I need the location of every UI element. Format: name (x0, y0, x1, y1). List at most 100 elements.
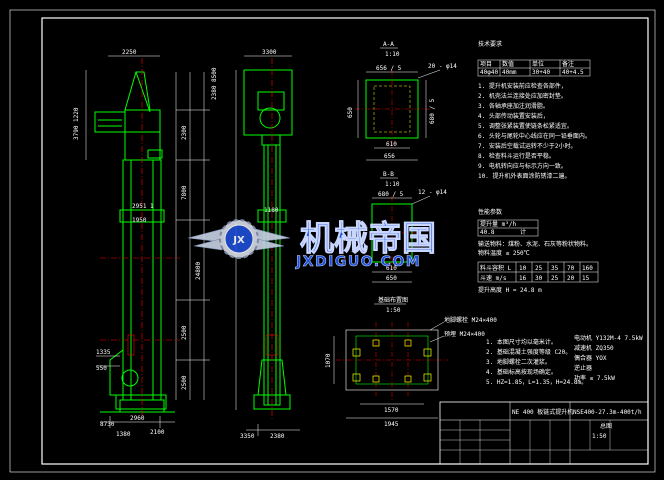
front-label-mid: 1180 (264, 207, 279, 214)
bottom-note-4: 5. HZ=1.85，L=1.35，H=24.8m。 (486, 379, 587, 386)
perf-t3-0: 斗速 m/s (480, 275, 507, 282)
perf-t2-1: 10 (519, 265, 527, 272)
perf-t2-4: 70 (567, 265, 575, 272)
section-aa-dim-bottom: 610 (386, 141, 397, 148)
tech-table-h0: 项目 (480, 61, 492, 68)
perf-t2-3: 35 (551, 265, 559, 272)
motor-line-0: 电动机 Y132M-4 7.5kW (574, 334, 643, 342)
watermark-badge: JX (232, 235, 245, 246)
tech-line-8: 9. 电机转向应与标示方向一致。 (478, 162, 567, 170)
bottom-note-1: 2. 基础混凝土强度等级 C20。 (486, 348, 571, 356)
left-dimension-lines (85, 55, 210, 428)
section-aa-subtitle: 1:10 (385, 51, 400, 58)
tech-line-1: 2. 机壳法兰连接处应加密封垫。 (478, 92, 567, 100)
left-dim-bottom-2: 2960 (130, 415, 145, 422)
perf-t1-2: 计 (520, 228, 526, 236)
perf-extra-0: 输送物料：煤粉、水泥、石灰等粉状物料。 (478, 240, 592, 248)
perf-t3-1: 16 (519, 275, 527, 282)
tech-line-9: 10. 提升机外表面涂防锈漆二遍。 (478, 172, 570, 180)
motor-line-1: 减速机 ZQ350 (574, 344, 614, 352)
tech-line-3: 4. 头部传动装置安装后， (478, 112, 549, 120)
front-dim-bottom-0: 3350 (240, 433, 255, 440)
outer-frame (9, 9, 656, 473)
tech-line-4: 5. 调整张紧装置使链条松紧适宜。 (478, 122, 573, 130)
section-bb: B-B 1:10 680 / 5 12 - φ14 610 650 (362, 171, 447, 283)
motor-line-3: 逆止器 (574, 364, 592, 372)
section-bb-title: B-B (383, 171, 394, 178)
tech-table-h1: 数值 (502, 60, 514, 68)
left-dim-right-3: 2500 (181, 325, 188, 340)
perf-t1-0: 提升量 m³/h (480, 220, 516, 228)
bottom-note-2: 3. 地脚螺栓二次灌浆。 (486, 358, 551, 366)
tech-table-h2: 单位 (532, 60, 544, 68)
foundation-title: 基础布置图 (378, 296, 408, 304)
section-bb-subtitle: 1:10 (385, 181, 400, 188)
tech-table-v1: 40mm (502, 69, 517, 76)
tech-notes-heading: 技术要求 (478, 40, 502, 48)
tech-table-v3: 40+4.5 (562, 69, 584, 76)
performance-section: 性能参数 提升量 m³/h 40.8 计 输送物料：煤粉、水泥、石灰等粉状物料。… (477, 208, 599, 294)
perf-t2-5: 160 (582, 265, 593, 272)
perf-t2-2: 25 (535, 265, 543, 272)
perf-extra-2: 提升高度 H = 24.8 m (478, 286, 542, 294)
section-bb-dim-bottom2: 650 (386, 275, 397, 282)
foundation-dim-1: 1945 (384, 421, 399, 428)
motor-line-2: 偶合器 YOX (574, 354, 607, 362)
perf-t3-4: 20 (567, 275, 575, 282)
section-aa-title: A-A (383, 41, 394, 48)
perf-t1-1: 40.8 (480, 229, 495, 236)
foundation-subtitle: 1:50 (386, 307, 401, 314)
perf-t3-3: 25 (551, 275, 559, 282)
left-elevator-view (94, 71, 175, 413)
section-bb-dim-top: 680 / 5 (378, 191, 404, 198)
tech-line-7: 8. 检查料斗运行是否平稳。 (478, 152, 555, 160)
front-chain-mark (265, 334, 279, 356)
perf-t2-0: 料斗容积 L (480, 264, 512, 272)
left-dim-right-0: 2300 (181, 125, 188, 140)
perf-t3-2: 30 (535, 275, 543, 282)
title-block-model: NSE400-27.3m-400t/h (573, 409, 642, 416)
title-block-scale: 1:50 (592, 433, 607, 440)
left-dim-bottom-4: 8730 (100, 421, 115, 428)
foundation-callout1: 地脚螺栓 M24×400 (444, 316, 497, 324)
tech-line-0: 1. 提升机安装前应检查各部件， (478, 82, 567, 90)
front-dim-top: 3300 (262, 49, 277, 56)
motor-line-4: 功率 ≤ 7.5kW (574, 374, 615, 382)
left-label-mid: 1950 (132, 217, 147, 224)
left-dim-right-4: 2500 (181, 375, 188, 390)
foundation-callout2: 预埋 M24×400 (444, 330, 485, 338)
tech-line-6: 7. 安装后空载试运转不少于2小时。 (478, 142, 576, 150)
left-dim-right-1: 7800 (181, 185, 188, 200)
left-dim-right-2: 24800 (195, 262, 202, 280)
watermark-logo: JX (187, 219, 291, 259)
tech-table-v0: 40φ40 (480, 69, 498, 76)
watermark-cn: 机械帝国 (300, 219, 436, 259)
tech-table-h3: 备注 (562, 60, 574, 68)
section-aa-dim-bottom2: 656 (384, 153, 395, 160)
left-dim-bottom-1: 550 (96, 365, 107, 372)
bottom-notes: 1. 本图尺寸均以毫米计。 2. 基础混凝土强度等级 C20。 3. 地脚螺栓二… (486, 338, 587, 386)
tech-line-2: 3. 各轴承座加注润滑脂。 (478, 102, 549, 110)
left-dim-bottom-0: 1335 (96, 349, 111, 356)
tech-line-5: 6. 头轮与尾轮中心线应在同一铅垂面内。 (478, 132, 591, 140)
watermark-en: JXDIGUO.COM (295, 254, 421, 270)
perf-extra-1: 物料温度 ≤ 250℃ (478, 249, 530, 257)
left-dim-side: 3790 1220 (73, 107, 80, 140)
section-aa-dim-left: 650 (347, 107, 354, 118)
section-aa: A-A 1:10 656 / 5 20 - φ14 650 680 / 5 61… (347, 41, 457, 161)
inner-frame (41, 17, 649, 465)
title-block-name: NE 400 板链式提升机 (512, 408, 573, 416)
left-chain-mark (127, 334, 135, 356)
left-dim-bottom-5: 1380 (116, 431, 131, 438)
left-dim-bottom-3: 2100 (150, 429, 165, 436)
left-label-mid2: 2951 1 (132, 203, 154, 210)
section-bb-dim-top-right: 12 - φ14 (418, 189, 447, 196)
section-bb-dim-bottom: 610 (386, 265, 397, 272)
left-dim-right-top: 2380 8500 (211, 67, 218, 100)
foundation-layout: 基础布置图 1:50 地脚螺栓 M24×400 预埋 M24×400 1570 … (325, 296, 497, 428)
foundation-dim-2: 1070 (325, 353, 332, 368)
title-block-label: 总图 (600, 422, 612, 430)
tech-table-v2: 30+40 (532, 69, 550, 76)
motor-notes: 电动机 Y132M-4 7.5kW 减速机 ZQ350 偶合器 YOX 逆止器 … (574, 334, 643, 382)
